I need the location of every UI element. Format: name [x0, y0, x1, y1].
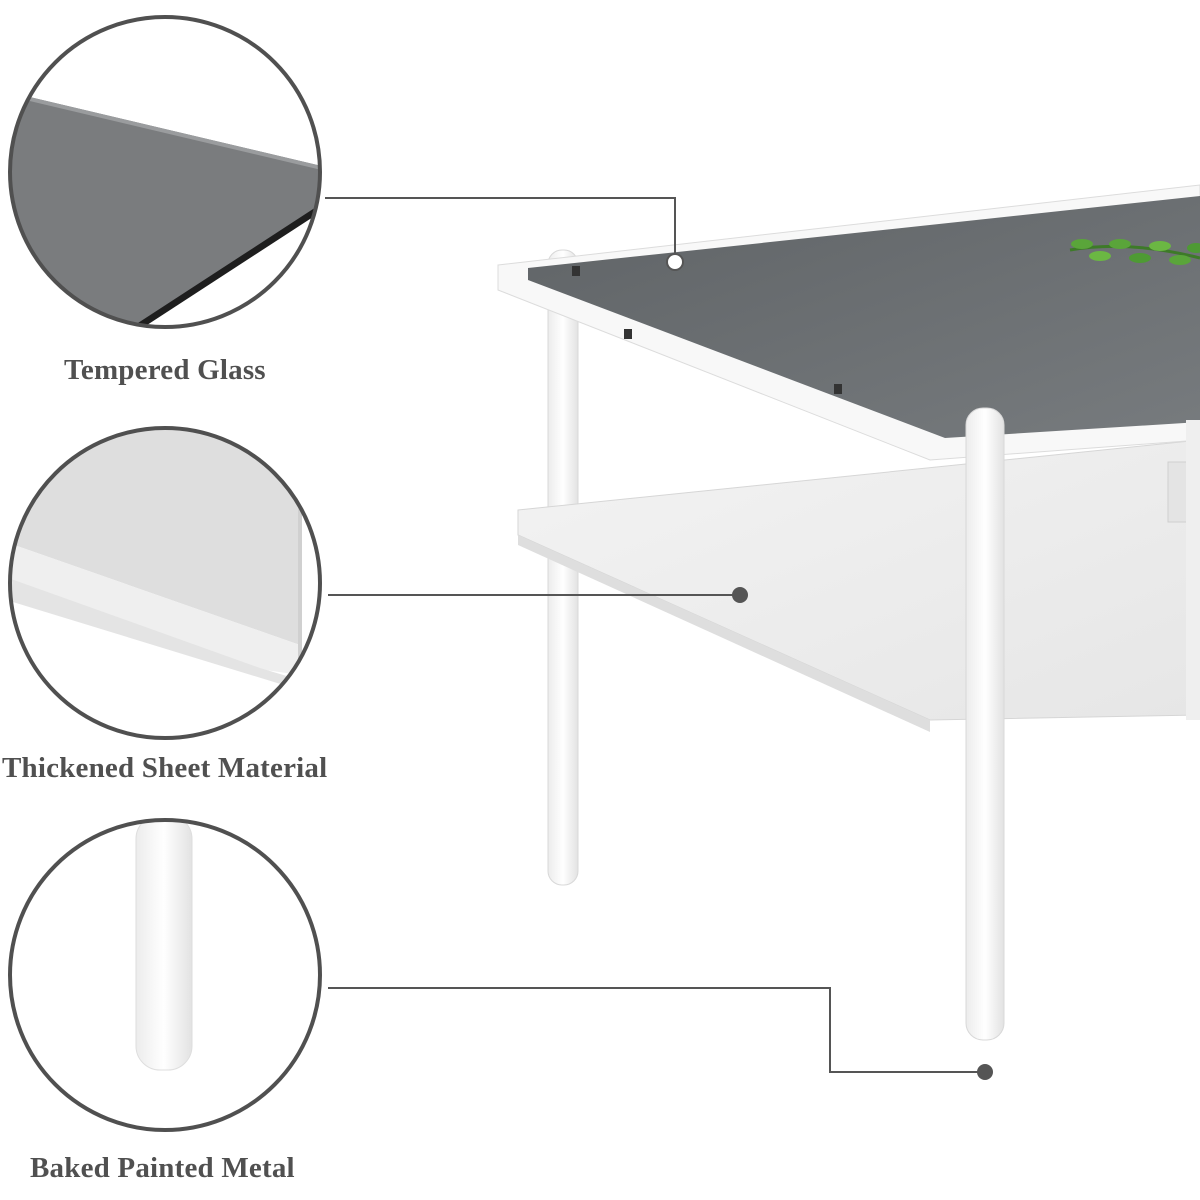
lower-shelf-edge	[518, 535, 930, 732]
plant-decoration	[1069, 239, 1200, 265]
table-leg-back-right	[1186, 420, 1200, 720]
label-thickened-sheet-material: Thickened Sheet Material	[2, 752, 328, 784]
label-baked-painted-metal: Baked Painted Metal	[30, 1152, 295, 1184]
callout-circle-glass	[8, 15, 322, 329]
callout-line-metal	[328, 987, 993, 1080]
label-tempered-glass: Tempered Glass	[64, 354, 266, 386]
callout-circle-sheet	[8, 426, 322, 740]
callout-circle-metal	[8, 818, 322, 1132]
lower-shelf	[517, 439, 1200, 721]
callout-line-glass	[325, 197, 684, 271]
callout-line-sheet	[328, 587, 748, 603]
glass-clip	[834, 384, 842, 394]
table-leg-front	[965, 407, 1005, 1041]
glass-top	[528, 196, 1200, 438]
glass-clip	[624, 329, 632, 339]
glass-clip	[572, 266, 580, 276]
coffee-table	[497, 184, 1200, 1041]
